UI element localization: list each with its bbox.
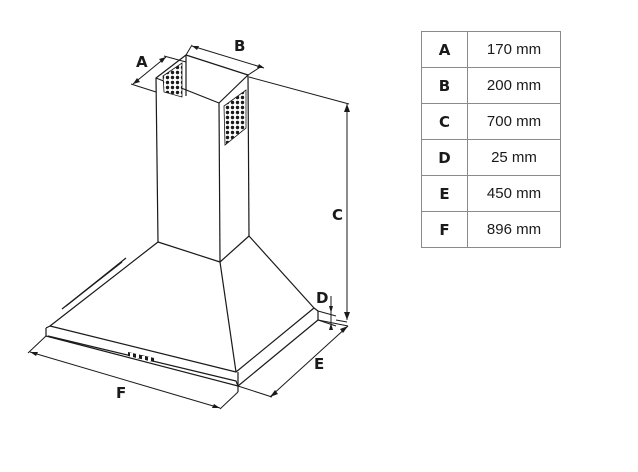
vent-grille-right bbox=[223, 89, 247, 146]
table-row: E 450 mm bbox=[421, 175, 561, 212]
dimension-f bbox=[27, 335, 239, 410]
dimension-value: 170 mm bbox=[467, 31, 561, 68]
dimension-d bbox=[317, 296, 348, 330]
dimension-a-label: A bbox=[136, 53, 148, 71]
dimension-value: 700 mm bbox=[467, 103, 561, 140]
table-row: A 170 mm bbox=[421, 31, 561, 68]
control-button bbox=[130, 353, 133, 357]
vent-grille-left bbox=[162, 62, 183, 98]
chimney bbox=[155, 54, 250, 263]
control-button bbox=[142, 356, 145, 360]
dimension-c bbox=[248, 76, 350, 320]
table-row: B 200 mm bbox=[421, 67, 561, 104]
control-button bbox=[136, 354, 139, 358]
dimension-key: D bbox=[421, 139, 468, 176]
dimension-value: 896 mm bbox=[467, 211, 561, 248]
dimension-value: 200 mm bbox=[467, 67, 561, 104]
dimension-key: B bbox=[421, 67, 468, 104]
dimension-b bbox=[185, 44, 265, 76]
control-panel bbox=[128, 352, 154, 362]
dimension-e-label: E bbox=[314, 355, 324, 373]
table-row: F 896 mm bbox=[421, 211, 561, 248]
table-row: D 25 mm bbox=[421, 139, 561, 176]
dimension-c-label: C bbox=[332, 206, 343, 224]
table-row: C 700 mm bbox=[421, 103, 561, 140]
dimension-a bbox=[130, 55, 187, 93]
dimension-d-label: D bbox=[316, 289, 328, 307]
dimensions-table: A 170 mm B 200 mm C 700 mm D 25 mm E 450… bbox=[421, 31, 561, 248]
dimension-value: 450 mm bbox=[467, 175, 561, 212]
dimension-key: C bbox=[421, 103, 468, 140]
dimension-b-label: B bbox=[234, 37, 245, 55]
dimension-f-label: F bbox=[116, 384, 126, 402]
dimension-key: A bbox=[421, 31, 468, 68]
hood-base-rim bbox=[45, 307, 319, 392]
dimension-e bbox=[237, 319, 349, 398]
canopy bbox=[49, 235, 315, 373]
dimension-value: 25 mm bbox=[467, 139, 561, 176]
dimension-key: E bbox=[421, 175, 468, 212]
dimension-key: F bbox=[421, 211, 468, 248]
control-button bbox=[148, 357, 151, 361]
